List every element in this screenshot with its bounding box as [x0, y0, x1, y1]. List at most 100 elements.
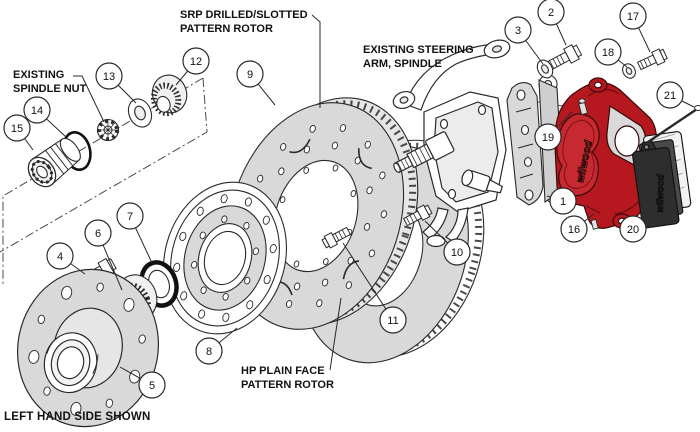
caliper-washer — [622, 63, 636, 79]
callout-bubble — [116, 202, 144, 230]
callout-7: 7 — [116, 202, 153, 264]
callout-20: 20 — [619, 213, 651, 243]
callout-bubble — [379, 306, 407, 334]
callout-4: 4 — [46, 242, 86, 275]
callout-bubble — [236, 60, 264, 88]
callout-bubble — [46, 242, 74, 270]
callout-12: 12 — [175, 47, 210, 86]
pad-brand-script: wilwood — [655, 174, 666, 213]
rotor-bolt-lower — [321, 226, 352, 249]
callout-number: 9 — [247, 69, 253, 81]
footer-note: LEFT HAND SIDE SHOWN — [4, 411, 151, 423]
callout-number: 21 — [664, 90, 676, 102]
callout-number: 2 — [548, 7, 554, 19]
label-text-line: HP PLAIN FACE — [241, 365, 325, 377]
hub-bolt-holes — [28, 282, 146, 416]
callout-bubble — [84, 219, 112, 247]
rotor-hat-illustration — [162, 181, 288, 335]
callout-1: 1 — [546, 187, 577, 215]
label-text-line: ARM, SPINDLE — [363, 58, 442, 70]
callout-number: 4 — [57, 251, 63, 263]
callout-bubble — [443, 238, 471, 266]
spindle-knuckle-illustration — [392, 39, 511, 248]
callout-leader-line — [342, 242, 394, 321]
label-text-line: SRP DRILLED/SLOTTED — [180, 9, 308, 21]
callout-bubble — [560, 215, 588, 243]
callout-3: 3 — [504, 16, 544, 65]
callout-number: 19 — [542, 132, 554, 144]
label-text-line: SPINDLE NUT — [13, 83, 87, 95]
callout-19: 19 — [534, 111, 573, 151]
steering-arm-label: EXISTING STEERING ARM, SPINDLE — [363, 44, 474, 70]
callout-bubble — [549, 187, 577, 215]
caliper-bolt — [636, 48, 668, 71]
brake-pad-illustration: wilwood — [632, 131, 692, 229]
drilled-rotor-vent-ticks — [244, 100, 417, 323]
callout-bubble — [594, 38, 622, 66]
pad-retainer-pin — [647, 105, 700, 143]
callout-number: 3 — [515, 25, 521, 37]
label-text-line: EXISTING STEERING — [363, 44, 474, 56]
callout-number: 15 — [11, 123, 23, 135]
spindle-boss — [461, 169, 504, 194]
bracket-bolt — [545, 44, 583, 72]
callout-bubble — [182, 47, 210, 75]
callout-number: 17 — [627, 11, 639, 23]
hp-rotor-label: HP PLAIN FACE PATTERN ROTOR — [241, 297, 342, 391]
callout-5: 5 — [119, 366, 166, 399]
callout-number: 5 — [149, 380, 155, 392]
outer-bearing-illustration — [150, 74, 188, 117]
callout-number: 20 — [627, 224, 639, 236]
callout-number: 18 — [602, 47, 614, 59]
callout-15: 15 — [3, 114, 34, 151]
callout-bubble — [23, 96, 51, 124]
rotor-bolt-upper — [402, 204, 433, 227]
callout-bubble — [534, 123, 562, 151]
callout-bubble — [619, 2, 647, 30]
callout-18: 18 — [594, 38, 628, 68]
label-leader-line — [73, 75, 105, 123]
callout-17: 17 — [619, 2, 651, 53]
callout-16: 16 — [560, 213, 595, 243]
bleed-screw — [578, 98, 599, 230]
callout-number: 7 — [127, 211, 133, 223]
callout-11: 11 — [342, 242, 407, 334]
spindle-washer — [127, 98, 153, 128]
callout-bubble — [619, 215, 647, 243]
callout-number: 16 — [568, 224, 580, 236]
bracket-washer — [536, 59, 554, 79]
callout-bubble — [95, 62, 123, 90]
label-text-line: PATTERN ROTOR — [241, 379, 334, 391]
dust-cap-illustration — [27, 137, 81, 188]
callout-9: 9 — [236, 60, 276, 106]
hat-bolt-holes — [173, 194, 277, 322]
spindle-shaft — [393, 131, 455, 173]
callout-bubble — [3, 114, 31, 142]
callout-number: 6 — [95, 228, 101, 240]
callout-number: 11 — [387, 315, 398, 327]
label-leader-line — [329, 297, 342, 371]
label-text-line: PATTERN ROTOR — [180, 23, 273, 35]
callout-number: 13 — [103, 71, 115, 83]
callout-number: 14 — [31, 105, 43, 117]
callout-8: 8 — [195, 327, 238, 365]
callout-number: 1 — [560, 196, 566, 208]
callout-bubble — [537, 0, 565, 26]
callout-14: 14 — [23, 96, 67, 138]
callout-6: 6 — [84, 219, 123, 291]
wheel-hub-illustration — [16, 268, 160, 428]
callout-10: 10 — [424, 220, 471, 266]
callout-bubble — [138, 371, 166, 399]
label-leader-line — [311, 14, 321, 108]
callout-bubble — [504, 16, 532, 44]
callout-bubble — [656, 81, 684, 109]
callout-number: 10 — [451, 247, 463, 259]
label-text-line: EXISTING — [13, 69, 64, 81]
caliper-bracket-illustration — [506, 74, 564, 206]
callout-number: 12 — [190, 56, 202, 68]
callout-2: 2 — [537, 0, 567, 46]
callout-13: 13 — [95, 62, 137, 104]
callout-bubble — [195, 337, 223, 365]
